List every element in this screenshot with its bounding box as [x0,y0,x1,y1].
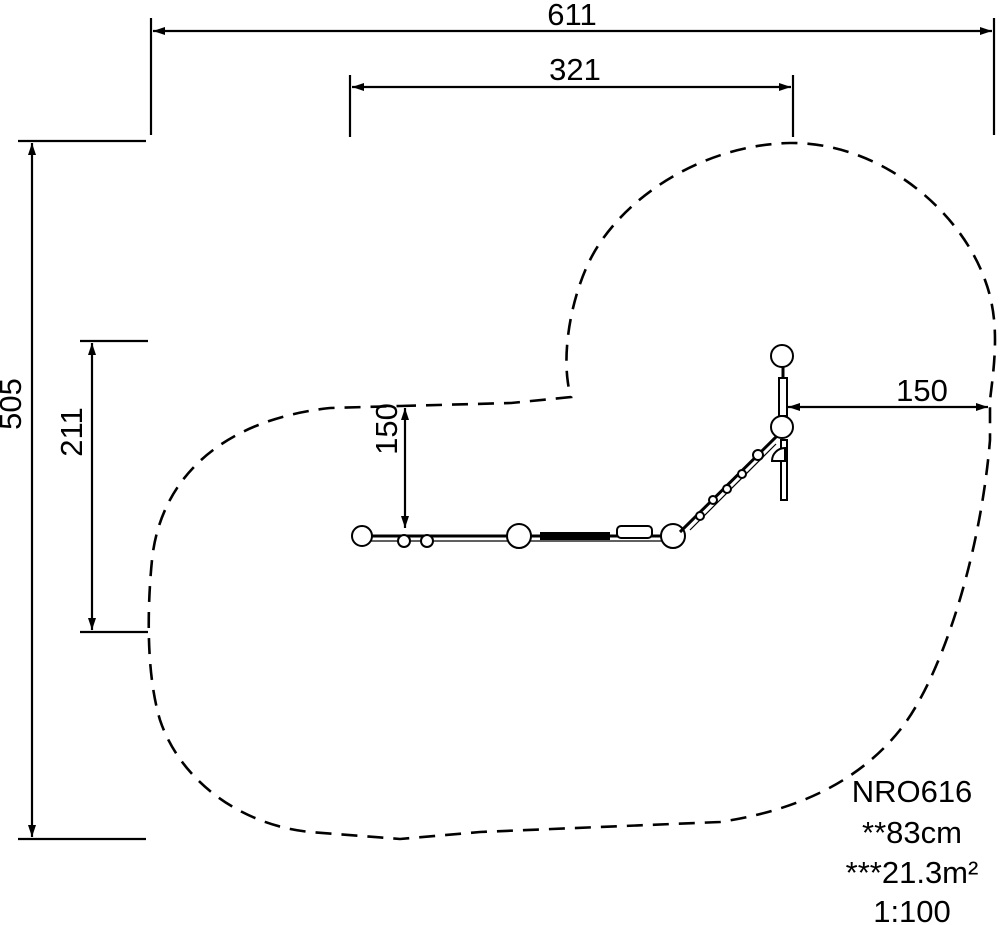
post-circle [770,415,794,439]
dimension-left-height: 211 [54,339,148,634]
post-circle [420,534,434,548]
scale: 1:100 [873,894,951,925]
equipment-diagonal-section [678,431,782,534]
dimension-clearance-horizontal-label: 150 [896,373,948,408]
equipment-vertical-section [770,344,794,501]
dimension-inner-width-label: 321 [549,52,601,87]
dimension-clearance-horizontal: 150 [788,373,988,411]
dimension-inner-width: 321 [348,52,795,137]
connector-circle [752,449,764,461]
post-circle [770,344,794,368]
connector-circle [708,495,718,505]
dimension-overall-height: 505 [0,139,146,841]
post-circle [506,523,532,549]
dimension-clearance-vertical-label: 150 [369,403,404,455]
dimension-overall-height-label: 505 [0,378,28,430]
free-fall-height: **83cm [862,815,962,850]
model-code: NRO616 [852,774,973,809]
safety-area: ***21.3m² [846,855,979,890]
info-block: NRO616 **83cm ***21.3m² 1:100 [846,774,979,925]
equipment-horizontal-section [351,523,686,549]
connector-circle [722,484,732,494]
connector-circle [737,469,747,479]
bench-element [616,525,653,539]
bridge-segment [540,532,610,540]
ladder-element [778,377,788,417]
panel-element [780,439,788,501]
half-round-element [770,446,786,462]
post-circle [351,525,373,547]
connector-circle [695,511,705,521]
post-circle [660,523,686,549]
dimension-clearance-vertical: 150 [369,403,409,528]
dimension-overall-width-label: 611 [547,0,596,32]
safety-zone-boundary [147,141,997,841]
dimension-left-height-label: 211 [54,407,89,456]
post-circle [397,534,411,548]
dimension-overall-width: 611 [149,0,996,135]
